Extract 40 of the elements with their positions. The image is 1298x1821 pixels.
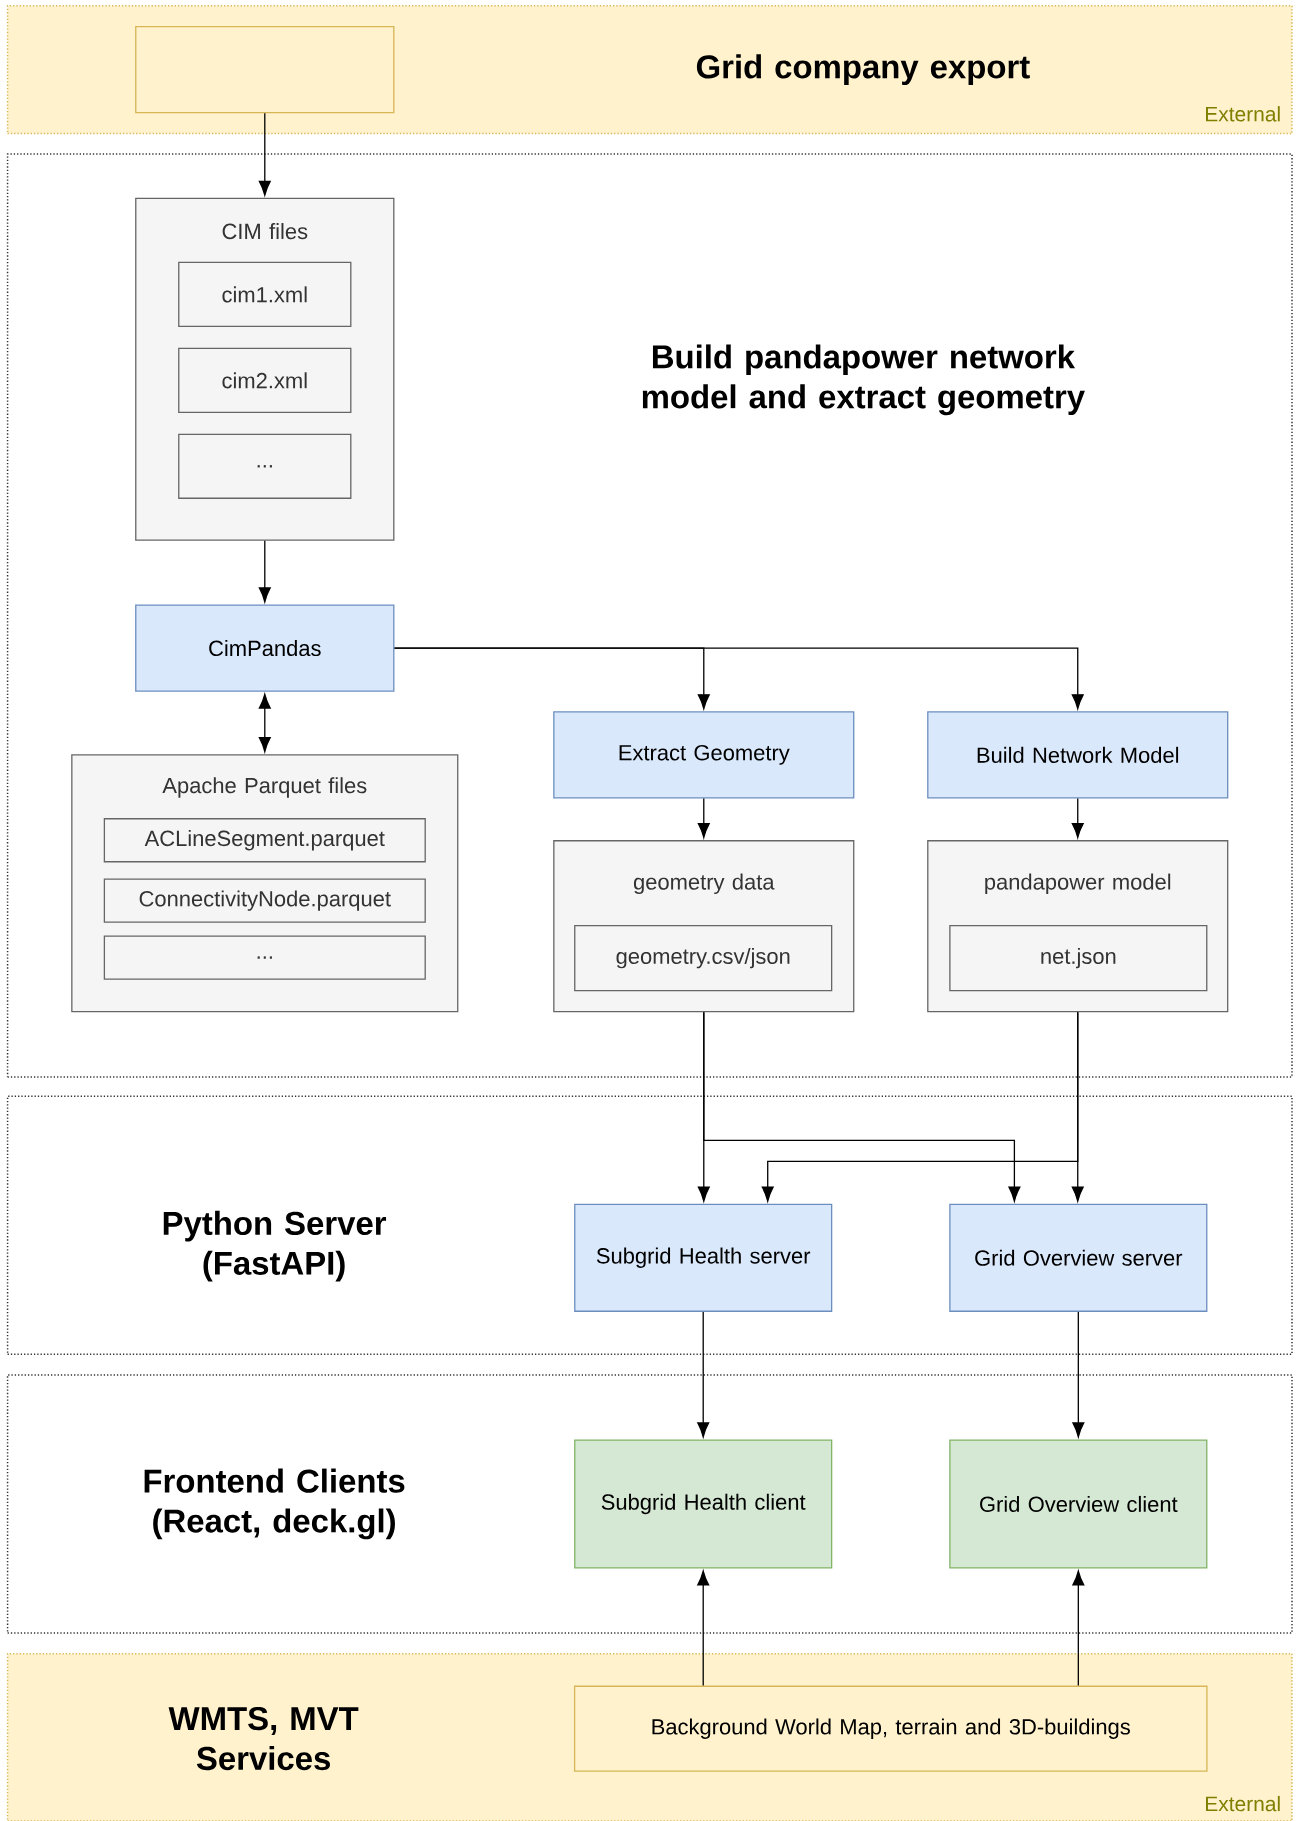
server-box: Grid Overview server <box>949 1203 1208 1312</box>
file-box: cim1.xml <box>177 261 352 327</box>
arrow <box>697 1311 710 1438</box>
server-box: Subgrid Health server <box>573 1203 833 1312</box>
client-box: Subgrid Health client <box>573 1439 833 1569</box>
process-box: CimPandas <box>134 604 395 692</box>
process-box: Extract Geometry <box>553 711 855 799</box>
file-box: ... <box>177 433 352 499</box>
group-title: pandapower model <box>985 873 1170 894</box>
file-box: geometry.csv/json <box>573 924 833 992</box>
arrow <box>393 647 1084 710</box>
band-title: Python Server (FastAPI) <box>163 1210 386 1282</box>
file-box: net.json <box>949 924 1208 992</box>
group-title: geometry data <box>633 873 775 894</box>
arrow <box>697 797 710 839</box>
arrow <box>1071 1011 1084 1202</box>
band-title: Grid company export <box>696 54 1030 85</box>
arrow <box>697 1570 710 1687</box>
client-box: Grid Overview client <box>949 1439 1208 1569</box>
group-title: Apache Parquet files <box>162 777 367 798</box>
arrow <box>697 1011 710 1202</box>
external-label: External <box>1205 106 1280 122</box>
arrow <box>1072 1570 1085 1687</box>
file-box: ... <box>103 935 426 980</box>
arrow <box>1071 797 1084 839</box>
band-title: WMTS, MVT Services <box>168 1706 359 1771</box>
file-box: ACLineSegment.parquet <box>103 818 426 863</box>
arrow <box>258 540 271 603</box>
group-title: CIM files <box>222 223 308 240</box>
band-title: Frontend Clients (React, deck.gl) <box>144 1468 405 1540</box>
file-box: cim2.xml <box>177 347 352 413</box>
file-box: ConnectivityNode.parquet <box>103 878 426 923</box>
external-label: External <box>1205 1795 1280 1812</box>
arrow <box>1072 1311 1085 1438</box>
process-box: Build Network Model <box>926 711 1229 799</box>
arrow <box>258 693 271 753</box>
arrow <box>258 112 271 196</box>
source-box <box>134 26 395 114</box>
band-title: Build pandapower network model and extract geometry <box>642 344 1085 416</box>
service-box: Background World Map, terrain and 3D-buildings <box>573 1685 1208 1772</box>
